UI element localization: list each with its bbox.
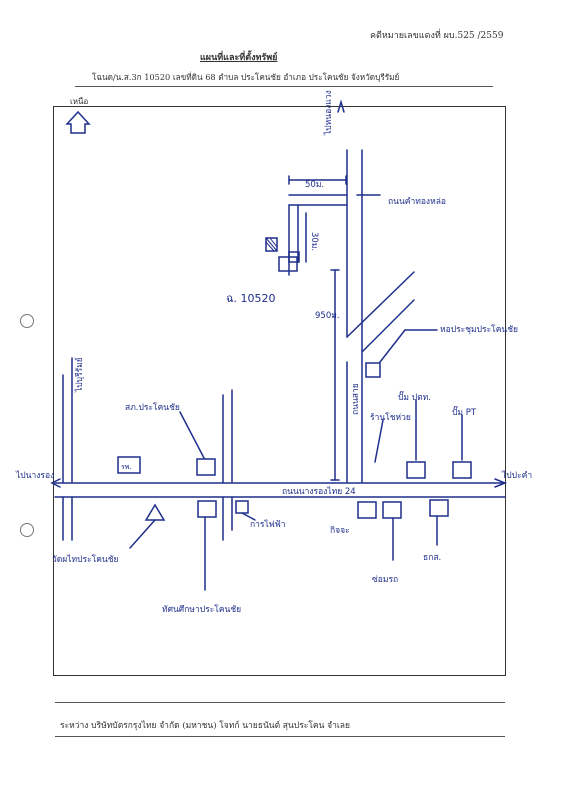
label-distance-30: 30ม.	[309, 232, 319, 251]
parties-line: ระหว่าง บริษัทบัตรกรุงไทย จำกัด (มหาชน) …	[60, 721, 350, 731]
label-inner-road: ถนนสาย	[351, 383, 361, 415]
label-pt-station: ปั๊ม PT	[452, 405, 477, 418]
footer-divider	[55, 702, 505, 703]
page-title: แผนที่และที่ตั้งทรัพย์	[200, 53, 278, 63]
label-hospital: รพ.	[121, 463, 132, 471]
punch-hole-icon	[20, 314, 34, 328]
label-kibuy: กิจจะ	[330, 526, 350, 536]
arrow-east-icon	[494, 478, 508, 488]
punch-hole-icon	[20, 523, 34, 537]
label-police-station: สภ.ประโคนชัย	[125, 402, 180, 413]
repair-box	[382, 501, 402, 519]
label-gas-station: ปั๊ม ปตท.	[398, 390, 431, 403]
label-repair: ซ่อมรถ	[372, 575, 398, 585]
property-plot	[278, 256, 298, 272]
post-office-box	[197, 500, 217, 518]
label-health: ทัศนศึกษาประโคนชัย	[162, 604, 241, 615]
arrow-north-icon	[337, 99, 345, 113]
label-distance-50: 50ม.	[305, 180, 324, 190]
hospital-box	[117, 456, 141, 474]
label-road-top: ไปหนองแวง	[323, 90, 334, 136]
label-road-east: ไปปะคำ	[501, 470, 532, 481]
label-deed-marker: ฉ. 10520	[226, 292, 275, 305]
gas-station-box	[406, 461, 426, 479]
label-road-west: ไปนางรอง	[15, 470, 54, 481]
header-divider	[75, 86, 493, 87]
deed-description: โฉนด/น.ส.3ก 10520 เลขที่ดิน 68 ตำบล ประโ…	[92, 72, 400, 82]
police-station-box	[196, 458, 216, 476]
electric-box	[235, 500, 249, 514]
label-church: วัดผไทประโคนชัย	[52, 554, 119, 565]
bank-box	[429, 499, 449, 517]
plot-box	[265, 237, 278, 252]
map-frame	[53, 106, 506, 676]
arrow-west-icon	[50, 478, 61, 488]
triangle-marker-icon	[144, 503, 166, 521]
label-hall: หอประชุมประโคนชัย	[440, 324, 518, 335]
north-arrow-icon	[65, 110, 91, 134]
kibuy-box	[357, 501, 377, 519]
case-number: คดีหมายเลขแดงที่ ผบ.525 /2559	[370, 31, 504, 41]
pt-station-box	[452, 461, 472, 479]
label-bank: ธกส.	[423, 553, 441, 563]
footer-bottom-divider	[55, 736, 505, 737]
label-side-road: ถนนคำทองหล่อ	[388, 197, 446, 207]
label-road-buriram: ไปบุรีรัมย์	[74, 357, 85, 393]
diagonal-road	[346, 271, 415, 338]
north-label: เหนือ	[70, 97, 89, 106]
label-electric: การไฟฟ้า	[250, 519, 286, 530]
label-main-road: ถนนนางรองไทย 24	[282, 486, 356, 497]
hall-box	[365, 362, 381, 378]
label-shop: ร้านโชห่วย	[370, 412, 411, 423]
label-distance-950: 950ม.	[315, 311, 340, 321]
